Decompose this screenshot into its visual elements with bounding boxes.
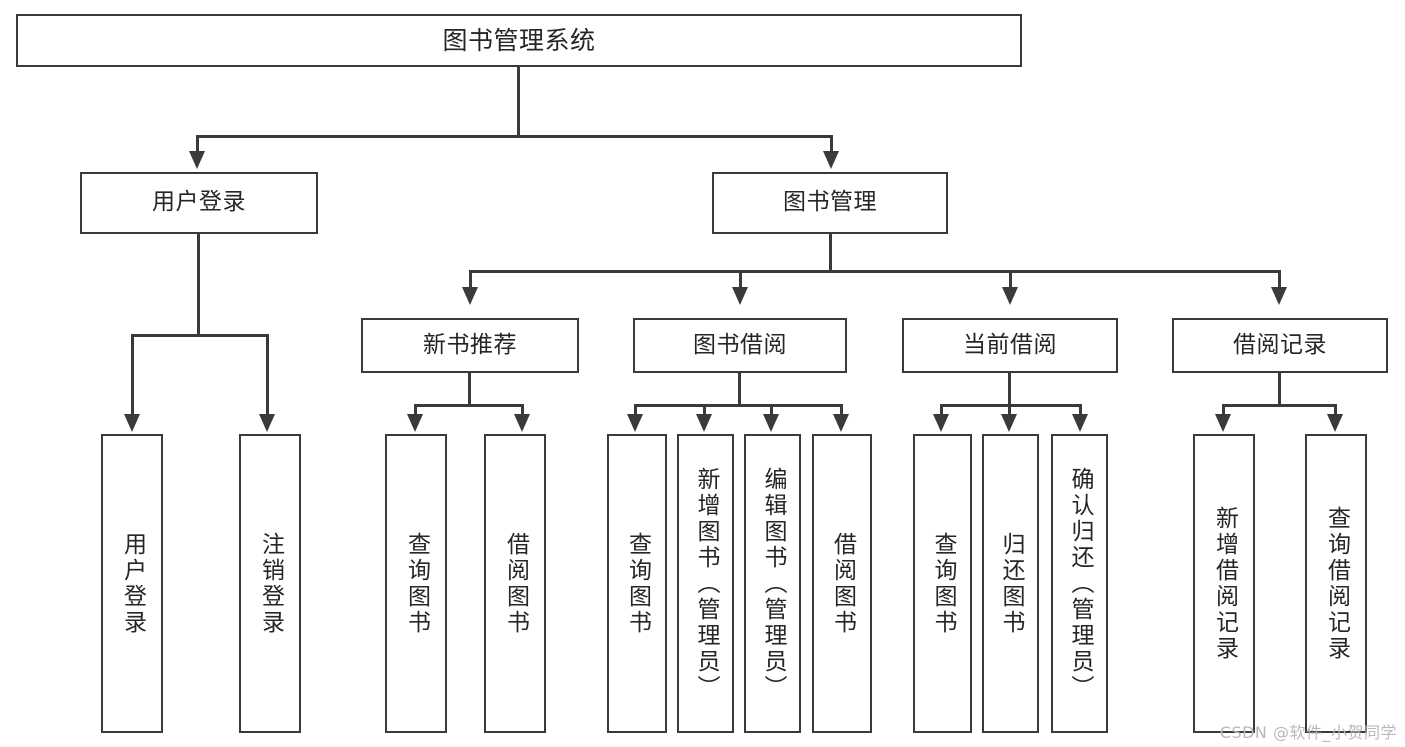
connector-drop-leaf-user-login <box>131 334 134 416</box>
arrowhead-bb-edit <box>763 414 779 432</box>
connector-user-login-bus <box>131 334 268 337</box>
node-book-management[interactable]: 图书管理 <box>712 172 948 234</box>
connector-book-manage-bus <box>469 270 1281 273</box>
connector-drop-nb-borrow <box>521 404 524 416</box>
connector-drop-bb-query <box>634 404 637 416</box>
leaf-nb-borrow-book[interactable]: 借阅图书 <box>484 434 546 733</box>
connector-new-book-bus <box>414 404 524 407</box>
node-label: 用户登录 <box>119 531 146 636</box>
connector-drop-cb-confirm <box>1079 404 1082 416</box>
connector-drop-leaf-logout <box>266 334 269 416</box>
leaf-bb-add-book[interactable]: 新增图书（管理员） <box>677 434 734 733</box>
node-label: 用户登录 <box>152 189 246 216</box>
arrowhead-book-borrow <box>732 287 748 305</box>
arrowhead-user-login <box>189 151 205 169</box>
node-user-login[interactable]: 用户登录 <box>80 172 318 234</box>
node-label: 新增图书（管理员） <box>693 466 719 701</box>
node-current-borrow[interactable]: 当前借阅 <box>902 318 1118 373</box>
connector-user-login-stem <box>197 234 200 336</box>
node-label: 图书管理 <box>783 189 877 216</box>
node-label: 归还图书 <box>998 531 1024 636</box>
arrowhead-current-borrow <box>1002 287 1018 305</box>
leaf-br-query-record[interactable]: 查询借阅记录 <box>1305 434 1367 733</box>
leaf-bb-query-book[interactable]: 查询图书 <box>607 434 667 733</box>
node-label: 借阅记录 <box>1233 331 1327 358</box>
connector-book-borrow-stem <box>738 373 741 406</box>
connector-borrow-record-stem <box>1278 373 1281 406</box>
node-root-system[interactable]: 图书管理系统 <box>16 14 1022 67</box>
connector-borrow-record-bus <box>1222 404 1337 407</box>
node-label: 图书管理系统 <box>442 25 596 55</box>
node-label: 新书推荐 <box>423 331 517 358</box>
arrowhead-borrow-record <box>1271 287 1287 305</box>
node-book-borrow[interactable]: 图书借阅 <box>633 318 847 373</box>
arrowhead-book-manage <box>823 151 839 169</box>
watermark-text: CSDN @软件_小贺同学 <box>1219 723 1397 742</box>
leaf-br-add-record[interactable]: 新增借阅记录 <box>1193 434 1255 733</box>
arrowhead-nb-borrow <box>514 414 530 432</box>
leaf-cb-query-book[interactable]: 查询图书 <box>913 434 972 733</box>
arrowhead-leaf-logout <box>259 414 275 432</box>
connector-drop-nb-query <box>414 404 417 416</box>
node-borrow-record[interactable]: 借阅记录 <box>1172 318 1388 373</box>
arrowhead-bb-add <box>696 414 712 432</box>
arrowhead-bb-borrow <box>833 414 849 432</box>
connector-drop-book-manage <box>830 135 833 152</box>
leaf-user-login[interactable]: 用户登录 <box>101 434 163 733</box>
connector-drop-borrow-record <box>1278 270 1281 289</box>
node-label: 确认归还（管理员） <box>1067 466 1093 701</box>
connector-drop-book-borrow <box>739 270 742 289</box>
node-label: 借阅图书 <box>829 531 856 636</box>
connector-drop-br-query <box>1334 404 1337 416</box>
leaf-cb-confirm-return[interactable]: 确认归还（管理员） <box>1051 434 1108 733</box>
connector-drop-cb-query <box>940 404 943 416</box>
leaf-nb-query-book[interactable]: 查询图书 <box>385 434 447 733</box>
connector-book-borrow-bus <box>634 404 843 407</box>
node-label: 图书借阅 <box>693 331 787 358</box>
connector-current-borrow-bus <box>940 404 1082 407</box>
arrowhead-leaf-user-login <box>124 414 140 432</box>
arrowhead-new-book <box>462 287 478 305</box>
node-label: 新增借阅记录 <box>1211 505 1238 662</box>
connector-drop-new-book <box>469 270 472 289</box>
arrowhead-br-add <box>1215 414 1231 432</box>
connector-drop-br-add <box>1222 404 1225 416</box>
node-label: 当前借阅 <box>963 331 1057 358</box>
node-label: 查询图书 <box>403 531 430 636</box>
node-label: 借阅图书 <box>502 531 529 636</box>
connector-drop-current-borrow <box>1009 270 1012 289</box>
arrowhead-cb-query <box>933 414 949 432</box>
node-label: 编辑图书（管理员） <box>760 466 786 701</box>
connector-current-borrow-stem <box>1008 373 1011 406</box>
arrowhead-br-query <box>1327 414 1343 432</box>
connector-root-bus <box>196 135 833 138</box>
arrowhead-nb-query <box>407 414 423 432</box>
leaf-bb-borrow-book[interactable]: 借阅图书 <box>812 434 872 733</box>
connector-drop-bb-add <box>703 404 706 416</box>
node-new-book-recommend[interactable]: 新书推荐 <box>361 318 579 373</box>
leaf-bb-edit-book[interactable]: 编辑图书（管理员） <box>744 434 801 733</box>
node-label: 查询图书 <box>930 531 956 636</box>
node-label: 查询借阅记录 <box>1323 505 1350 662</box>
arrowhead-cb-confirm <box>1072 414 1088 432</box>
arrowhead-bb-query <box>627 414 643 432</box>
connector-root-stem <box>517 67 520 137</box>
connector-drop-bb-edit <box>770 404 773 416</box>
leaf-logout[interactable]: 注销登录 <box>239 434 301 733</box>
arrowhead-cb-return <box>1001 414 1017 432</box>
connector-new-book-stem <box>468 373 471 406</box>
connector-book-manage-stem <box>829 234 832 272</box>
node-label: 注销登录 <box>257 531 284 636</box>
leaf-cb-return-book[interactable]: 归还图书 <box>982 434 1039 733</box>
connector-drop-cb-return <box>1008 404 1011 416</box>
connector-drop-user-login <box>196 135 199 152</box>
node-label: 查询图书 <box>624 531 651 636</box>
connector-drop-bb-borrow <box>840 404 843 416</box>
